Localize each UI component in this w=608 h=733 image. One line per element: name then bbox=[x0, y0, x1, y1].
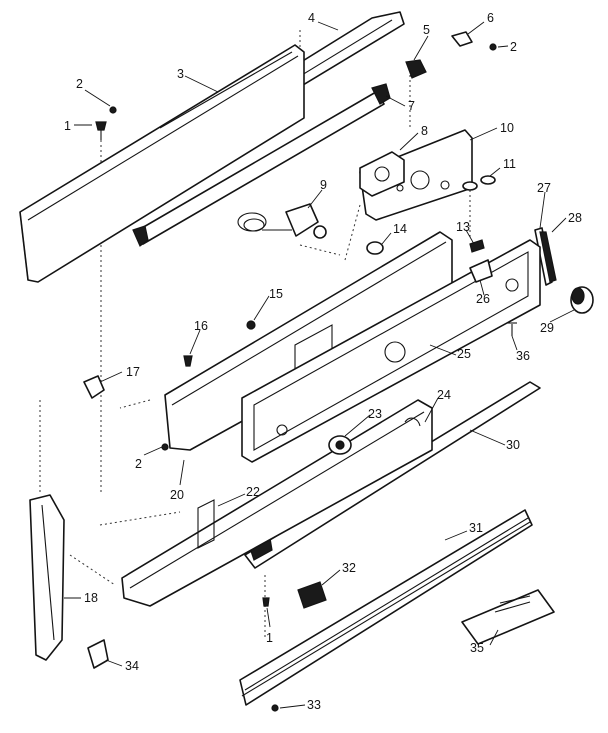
screw-icon-33 bbox=[271, 704, 279, 712]
part-35-label-plate bbox=[461, 589, 555, 645]
part-28-end-cap bbox=[539, 231, 557, 283]
part-8-clock-timer bbox=[359, 151, 405, 197]
part-5-lamp-holder bbox=[405, 59, 427, 79]
part-23-grommet bbox=[328, 435, 352, 455]
callout-15: 15 bbox=[269, 287, 283, 301]
part-32-connector bbox=[297, 581, 327, 609]
callout-17: 17 bbox=[126, 365, 140, 379]
callout-3: 3 bbox=[177, 67, 184, 81]
part-3-backguard-top bbox=[19, 44, 305, 283]
callout-1-upper: 1 bbox=[64, 119, 71, 133]
part-6-clip bbox=[451, 31, 473, 47]
callout-30: 30 bbox=[506, 438, 520, 452]
part-18-side-panel bbox=[29, 494, 65, 661]
callout-7: 7 bbox=[408, 99, 415, 113]
callout-22: 22 bbox=[246, 485, 260, 499]
callout-6: 6 bbox=[487, 11, 494, 25]
callout-9: 9 bbox=[320, 178, 327, 192]
callout-2-upper-right: 2 bbox=[510, 40, 517, 54]
screw-icon-1 bbox=[95, 121, 107, 140]
callout-25: 25 bbox=[457, 347, 471, 361]
callout-13: 13 bbox=[456, 220, 470, 234]
callout-29: 29 bbox=[540, 321, 554, 335]
part-13-screw bbox=[469, 239, 485, 253]
callout-8: 8 bbox=[421, 124, 428, 138]
callout-32: 32 bbox=[342, 561, 356, 575]
part-31-kick-panel bbox=[239, 509, 533, 706]
callout-23: 23 bbox=[368, 407, 382, 421]
callout-11: 11 bbox=[503, 157, 516, 171]
screw-icon-2-right bbox=[489, 43, 497, 51]
part-11-indicator-lights bbox=[462, 175, 496, 191]
callout-2-lower: 2 bbox=[135, 457, 142, 471]
callout-36: 36 bbox=[516, 349, 530, 363]
part-9-thermostat bbox=[237, 203, 327, 239]
callout-10: 10 bbox=[500, 121, 514, 135]
part-16-fastener bbox=[183, 355, 193, 367]
callout-1-lower: 1 bbox=[266, 631, 273, 645]
callout-18: 18 bbox=[84, 591, 98, 605]
callout-14: 14 bbox=[393, 222, 407, 236]
callout-24: 24 bbox=[437, 388, 451, 402]
callout-2-upper-left: 2 bbox=[76, 77, 83, 91]
part-15-fastener bbox=[246, 320, 256, 330]
part-17-bracket bbox=[83, 375, 105, 399]
callout-33: 33 bbox=[307, 698, 321, 712]
part-24-hook bbox=[404, 417, 421, 427]
part-29-knob bbox=[570, 286, 594, 314]
screw-icon-2-upper bbox=[109, 106, 117, 114]
callout-4: 4 bbox=[308, 11, 315, 25]
part-22-lower-frame bbox=[121, 399, 433, 607]
callout-labels: 1 2 3 4 5 6 2 7 8 10 11 9 27 28 13 14 26… bbox=[64, 11, 582, 712]
part-25-control-panel bbox=[241, 239, 541, 463]
callout-5: 5 bbox=[423, 23, 430, 37]
part-36-screw bbox=[507, 322, 517, 336]
callout-26: 26 bbox=[476, 292, 490, 306]
part-34-bracket bbox=[87, 639, 109, 669]
callout-16: 16 bbox=[194, 319, 208, 333]
callout-20: 20 bbox=[170, 488, 184, 502]
callout-27: 27 bbox=[537, 181, 551, 195]
callout-31: 31 bbox=[469, 521, 483, 535]
leader-lines bbox=[64, 21, 575, 709]
part-26-switch bbox=[469, 259, 493, 283]
screw-icon-1-lower bbox=[262, 597, 270, 607]
callout-28: 28 bbox=[568, 211, 582, 225]
part-30-lower-trim bbox=[244, 381, 541, 569]
screw-icon-2-lower bbox=[161, 443, 169, 451]
callout-34: 34 bbox=[125, 659, 139, 673]
callout-35: 35 bbox=[470, 641, 484, 655]
part-14-shaft bbox=[366, 241, 384, 255]
